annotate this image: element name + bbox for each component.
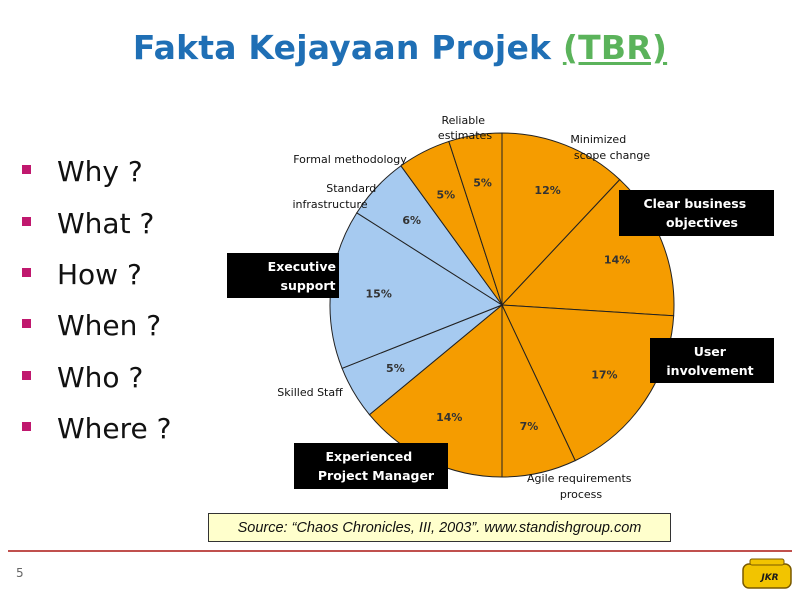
label-line: Minimized [570, 133, 626, 146]
slide-title: Fakta Kejayaan Projek (TBR) [0, 28, 800, 67]
source-citation: Source: “Chaos Chronicles, III, 2003”. w… [208, 513, 671, 542]
box-clear-business-objectives: Clear business objectives [619, 190, 774, 236]
title-main: Fakta Kejayaan Projek [132, 28, 552, 67]
label-reliable-estimates: Reliable estimates [438, 114, 492, 142]
footer-divider [8, 550, 792, 552]
box-executive-support: Executive support [227, 253, 341, 298]
label-standard-infrastructure: Standard infrastructure [292, 182, 379, 211]
label-line: Executive [268, 259, 336, 274]
pie-percent-label: 5% [436, 189, 455, 202]
box-user-involvement: User involvement [650, 338, 774, 383]
pie-slice-user-involvement [501, 304, 675, 462]
pie-percent-label: 14% [436, 411, 462, 424]
pie-percent-label: 15% [366, 287, 392, 300]
bullet-item: What ? [22, 197, 172, 248]
svg-text:Experienced Project Mana: Experienced Project Manager [318, 449, 435, 483]
logo-text: JKR [759, 573, 778, 583]
pie-percent-labels: 12% 14% 17% 7% 14% 5% 15% 6% 5% 5% [366, 177, 631, 433]
bullet-list: Why ? What ? How ? When ? Who ? Where ? [22, 146, 172, 454]
label-line: Agile requirements [527, 472, 632, 485]
bullet-square-icon [22, 216, 31, 226]
jkr-logo: JKR [742, 558, 792, 589]
pie-slice-minimized-scope-change [501, 132, 621, 307]
label-line: infrastructure [292, 198, 367, 211]
pie-percent-label: 14% [604, 253, 630, 266]
bullet-text: Why ? [57, 155, 143, 189]
label-line: Experienced [325, 449, 412, 464]
label-line: scope change [574, 149, 650, 162]
pie-slice-reliable-estimates [448, 132, 503, 306]
bullet-item: When ? [22, 300, 172, 351]
bullet-square-icon [22, 319, 31, 329]
svg-text:Executive support: Executive support [268, 259, 341, 293]
svg-text:User involvement: User involvement [666, 344, 753, 378]
label-agile-requirements-process: Agile requirements process [527, 472, 635, 501]
pie-percent-label: 17% [591, 369, 617, 382]
pie-percent-label: 5% [473, 177, 492, 190]
bullet-text: Where ? [57, 412, 172, 446]
page-number: 5 [16, 566, 24, 580]
bullet-square-icon [22, 370, 31, 380]
label-line: support [281, 278, 336, 293]
bullet-item: Why ? [22, 146, 172, 197]
bullet-text: What ? [57, 206, 155, 240]
svg-text:Clear business objective: Clear business objectives [643, 196, 750, 230]
label-minimized-scope-change: Minimized scope change [570, 133, 650, 162]
box-experienced-project-manager: Experienced Project Manager [294, 443, 448, 489]
pie-percent-label: 6% [402, 214, 421, 227]
label-line: process [560, 488, 603, 501]
bullet-square-icon [22, 165, 31, 175]
pie-percent-label: 12% [534, 184, 560, 197]
bullet-text: How ? [57, 257, 142, 291]
label-line: Reliable [441, 114, 485, 127]
label-line: User [694, 344, 727, 359]
pie-percent-label: 7% [520, 420, 539, 433]
label-formal-methodology: Formal methodology [293, 153, 407, 166]
label-line: involvement [666, 363, 753, 378]
bullet-square-icon [22, 422, 31, 432]
label-line: objectives [666, 215, 738, 230]
bullet-square-icon [22, 267, 31, 277]
bullet-item: Where ? [22, 403, 172, 454]
label-line: Clear business [643, 196, 746, 211]
bullet-item: How ? [22, 249, 172, 300]
title-highlight: (TBR) [562, 28, 668, 67]
bullet-item: Who ? [22, 352, 172, 403]
pie-slices [329, 132, 675, 478]
bullet-text: When ? [57, 309, 162, 343]
pie-percent-label: 5% [386, 362, 405, 375]
label-line: Standard [326, 182, 376, 195]
label-skilled-staff: Skilled Staff [277, 386, 343, 399]
bullet-text: Who ? [57, 360, 144, 394]
label-line: Project Manager [318, 468, 435, 483]
label-line: estimates [438, 129, 492, 142]
